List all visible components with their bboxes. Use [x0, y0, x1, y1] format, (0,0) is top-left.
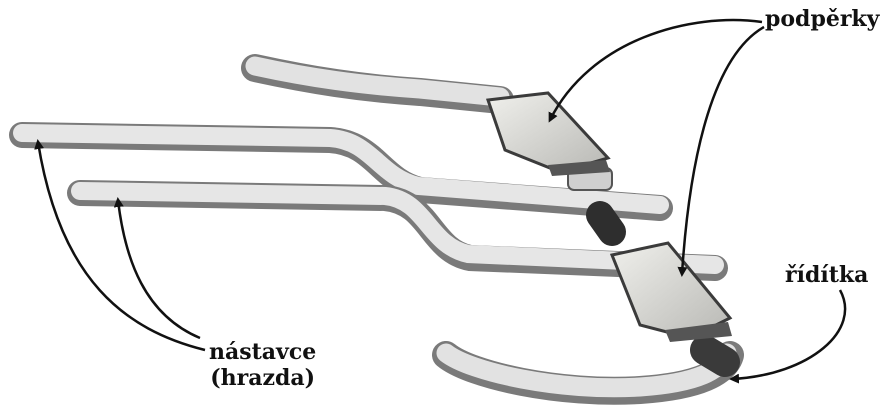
base-bar-front [446, 353, 730, 391]
label-podperky: podpěrky [765, 6, 879, 32]
armrest-pad-upper [488, 93, 610, 176]
label-nastavce: nástavce (hrazda) [209, 339, 316, 391]
label-nastavce-line1: nástavce [209, 339, 316, 365]
arrow-podperky-1 [550, 20, 762, 120]
arrow-podperky-2 [682, 27, 764, 274]
arrow-riditka [732, 290, 845, 379]
label-riditka: řídítka [785, 262, 868, 288]
base-bar-back [255, 66, 500, 100]
label-nastavce-line2: (hrazda) [209, 365, 316, 391]
arrow-nastavce-1 [38, 142, 205, 350]
